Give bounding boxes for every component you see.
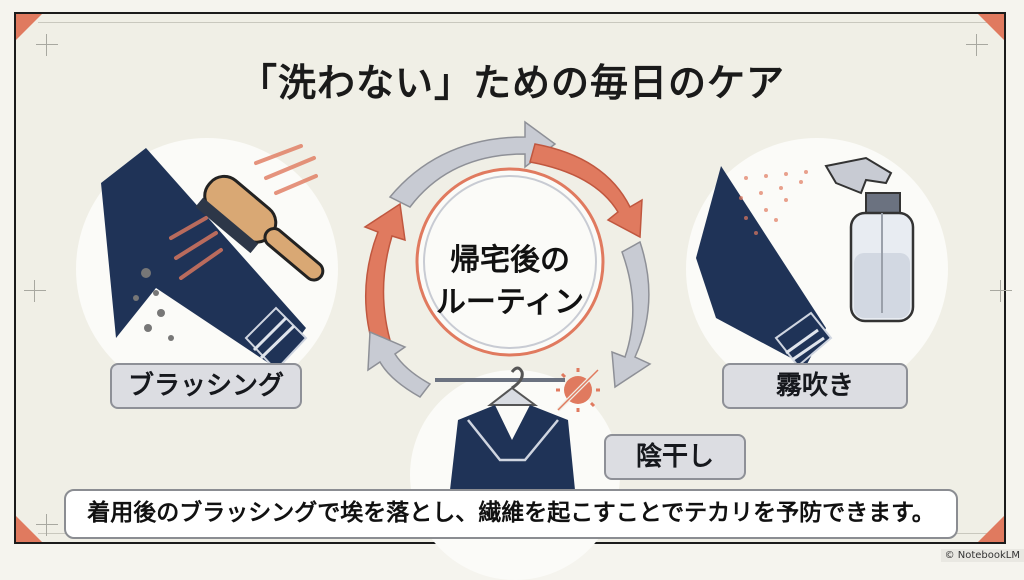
arrow-icon bbox=[611, 240, 652, 389]
crosshair-mark bbox=[966, 34, 988, 56]
spray-bottle-on-sleeve-icon bbox=[696, 156, 915, 368]
brush-on-sleeve-icon bbox=[101, 144, 325, 372]
credit-watermark: © NotebookLM bbox=[940, 549, 1024, 562]
uniform-on-hanger-shade-icon bbox=[435, 366, 600, 490]
corner-accent-bottom-left bbox=[16, 516, 42, 542]
arrow-icon bbox=[367, 330, 432, 398]
caption-box: 着用後のブラッシングで埃を落とし、繊維を起こすことでテカリを予防できます。 bbox=[64, 489, 958, 539]
center-line-1: 帰宅後の bbox=[450, 243, 570, 278]
corner-accent-top-left bbox=[16, 14, 42, 40]
step-label-brushing: ブラッシング bbox=[110, 363, 302, 409]
crosshair-mark bbox=[36, 514, 58, 536]
arrow-icon bbox=[529, 143, 643, 239]
crosshair-mark bbox=[990, 280, 1012, 302]
crosshair-mark bbox=[36, 34, 58, 56]
page-title: 「洗わない」ための毎日のケア bbox=[238, 60, 785, 105]
arrow-icon bbox=[388, 120, 557, 208]
center-routine-label: 帰宅後の ルーティン bbox=[430, 240, 590, 324]
step-label-shade-dry: 陰干し bbox=[604, 434, 746, 480]
routine-cycle-arrows bbox=[363, 120, 652, 398]
corner-accent-bottom-right bbox=[978, 516, 1004, 542]
arrow-icon bbox=[363, 202, 406, 353]
step-label-spray: 霧吹き bbox=[722, 363, 908, 409]
crosshair-mark bbox=[24, 280, 46, 302]
center-line-2: ルーティン bbox=[435, 285, 585, 320]
corner-accent-top-right bbox=[978, 14, 1004, 40]
